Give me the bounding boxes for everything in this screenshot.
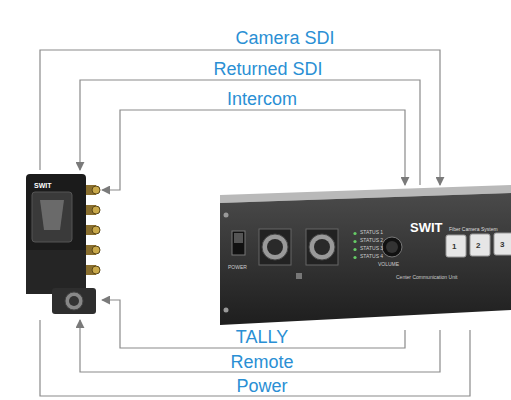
signal-connector (40, 50, 440, 185)
signal-label: Power (236, 377, 287, 395)
xlr-connector (306, 229, 338, 265)
status-label: STATUS 1 (360, 230, 383, 235)
adapter-body (26, 174, 86, 294)
signal-connector (40, 320, 470, 396)
rack-screw (224, 213, 229, 218)
control-label: VOLUME (378, 262, 399, 267)
volume-knob (382, 237, 402, 257)
bnc-connector (92, 226, 100, 234)
panel-button (446, 235, 466, 257)
rack-front-panel (220, 193, 511, 325)
signal-connector (102, 110, 405, 190)
status-led (353, 232, 356, 235)
signal-connector (80, 320, 440, 372)
status-label: STATUS 3 (360, 246, 383, 251)
button-number: 3 (500, 241, 504, 249)
button-number: 1 (452, 243, 456, 251)
signal-label: Returned SDI (213, 60, 322, 78)
rack-screw (224, 308, 229, 313)
xlr-connector (65, 292, 83, 310)
power-switch (234, 233, 243, 243)
status-led (353, 256, 356, 259)
panel-button (494, 233, 511, 255)
xlr-connector (262, 234, 288, 260)
small-switch (296, 273, 302, 279)
xlr-connector (314, 239, 330, 255)
signal-label: Remote (230, 353, 293, 371)
bnc-connector (92, 246, 100, 254)
signal-connector (80, 80, 420, 185)
panel-button (470, 234, 490, 256)
camera-adapter: SWIT (22, 170, 102, 320)
button-number: 2 (476, 242, 480, 250)
control-label: POWER (228, 265, 247, 270)
brand-logo: SWIT (34, 182, 52, 189)
status-led (353, 248, 356, 251)
status-led (353, 240, 356, 243)
signal-label: TALLY (236, 328, 288, 346)
signal-label: Camera SDI (235, 29, 334, 47)
camera-adapter-art (22, 170, 102, 320)
xlr-connector (309, 234, 335, 260)
panel-caption: Center Communication Unit (396, 275, 457, 280)
xlr-connector (259, 229, 291, 265)
panel-caption: Fiber Camera System (449, 227, 498, 232)
xlr-connector (267, 239, 283, 255)
bnc-connector (92, 206, 100, 214)
ccu-rack-unit: SWIT Fiber Camera SystemCenter Communicat… (220, 185, 511, 330)
status-label: STATUS 2 (360, 238, 383, 243)
brand-logo: SWIT (410, 221, 443, 234)
adapter-lower-body (26, 250, 86, 294)
connector-housing (52, 288, 96, 314)
power-switch (232, 231, 245, 255)
xlr-connector (69, 296, 79, 306)
volume-knob (386, 241, 398, 253)
signal-label: Intercom (227, 90, 297, 108)
bnc-connector (92, 266, 100, 274)
bnc-connector (92, 186, 100, 194)
v-mount-lock (40, 200, 64, 230)
v-mount-plate (32, 192, 72, 242)
status-label: STATUS 4 (360, 254, 383, 259)
